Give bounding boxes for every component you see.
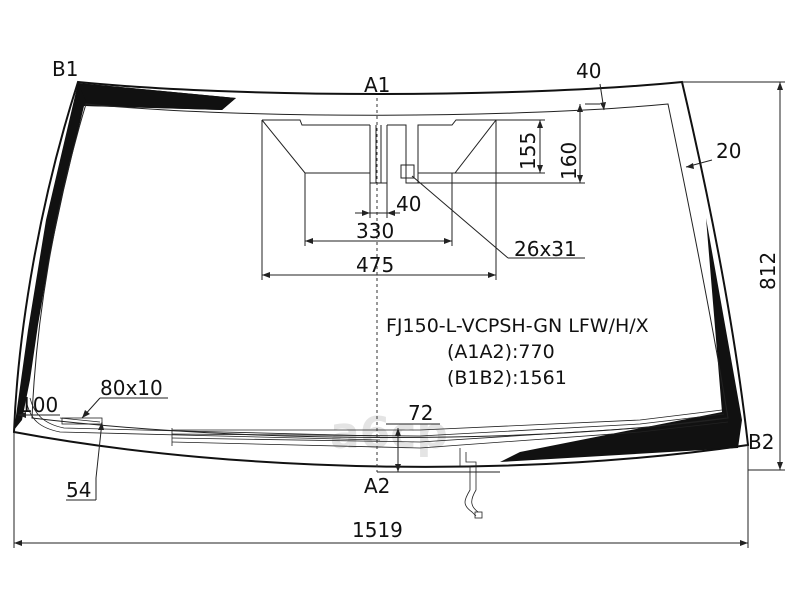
arrowheads <box>14 82 783 546</box>
dim-1519-value: 1519 <box>352 518 403 542</box>
leader-26x31 <box>411 175 509 259</box>
patch-80x10 <box>61 417 103 425</box>
dim-54-value: 54 <box>66 478 91 502</box>
dim-812-value: 812 <box>756 252 780 290</box>
dim-w40-value: 40 <box>396 192 421 216</box>
dim-72-value: 72 <box>408 401 433 425</box>
heater-line-1 <box>25 399 381 441</box>
dim-155-value: 155 <box>516 132 540 170</box>
bracket-slot <box>375 125 382 183</box>
frit-right-band <box>500 218 742 462</box>
visible-area-outline <box>31 103 729 438</box>
dim-40-top-value: 40 <box>576 59 601 83</box>
connector-cable-1 <box>459 448 477 517</box>
heater-line-5 <box>171 413 725 437</box>
connector-cable-2 <box>465 452 479 513</box>
dim-160-value: 160 <box>557 142 581 180</box>
heater-line-4 <box>172 409 723 431</box>
b1b2-value: (B1B2):1561 <box>447 367 567 389</box>
heater-line-6 <box>171 417 727 443</box>
dim-475-value: 475 <box>356 253 394 277</box>
sensor-window <box>400 164 415 179</box>
heater-line-2 <box>29 397 381 437</box>
bracket-left-slope <box>261 119 370 174</box>
part-code: FJ150-L-VCPSH-GN LFW/H/X <box>386 315 649 337</box>
dim-100-value: 100 <box>20 393 58 417</box>
bracket-right-slope <box>418 119 497 174</box>
connector-plug <box>474 511 483 519</box>
label-b1: B1 <box>52 57 78 81</box>
leader-54 <box>95 421 103 479</box>
dim-330-value: 330 <box>356 219 394 243</box>
bracket-top-right <box>387 119 496 184</box>
heater-line-7 <box>171 421 729 449</box>
frit-top-left <box>78 83 236 110</box>
label-a2: A2 <box>364 474 390 498</box>
dim-sensor-value: 26x31 <box>514 237 577 261</box>
bracket-center <box>369 125 388 184</box>
glass-outline <box>12 80 750 468</box>
dim-80x10-value: 80x10 <box>100 376 163 400</box>
bracket-top-left <box>262 119 370 126</box>
a1a2-value: (A1A2):770 <box>447 341 555 363</box>
watermark-logo: a6cp <box>330 408 448 459</box>
heater-line-3 <box>59 417 101 423</box>
dim-20-value: 20 <box>716 139 741 163</box>
label-b2: B2 <box>748 430 774 454</box>
label-a1: A1 <box>364 73 390 97</box>
